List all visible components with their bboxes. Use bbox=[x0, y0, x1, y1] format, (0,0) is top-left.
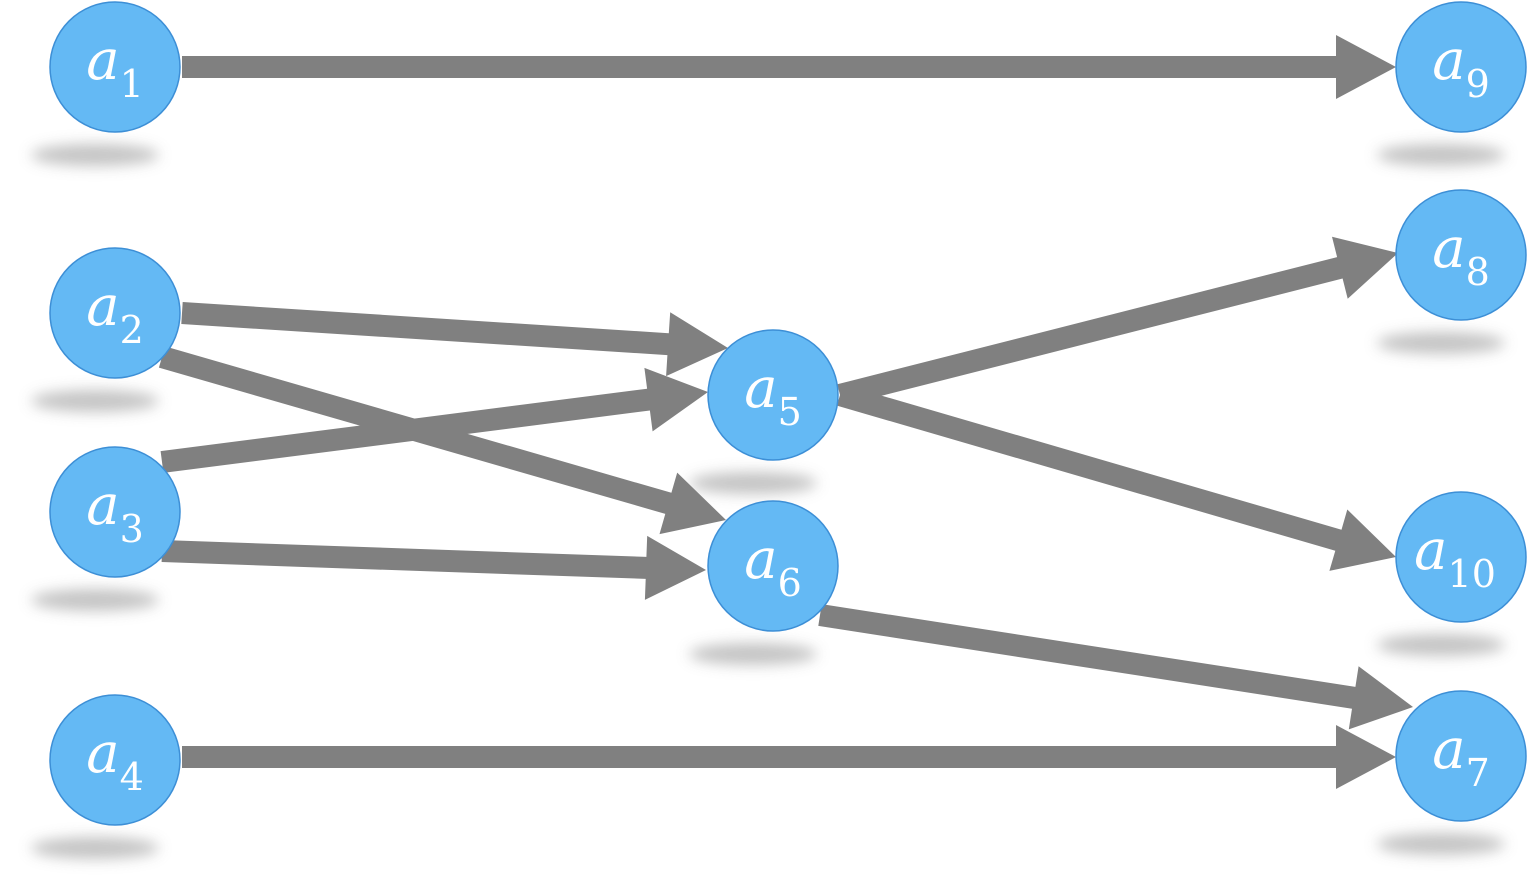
node-a5: a5 bbox=[707, 329, 839, 461]
node-label-subscript: 8 bbox=[1466, 250, 1490, 294]
node-shadow-a2 bbox=[31, 390, 159, 412]
node-label-a10: a10 bbox=[1414, 518, 1496, 596]
node-label-a7: a7 bbox=[1432, 717, 1490, 795]
node-label-subscript: 3 bbox=[120, 507, 144, 551]
node-label-subscript: 5 bbox=[778, 390, 802, 434]
edge-a3-a6 bbox=[161, 535, 707, 600]
node-a9: a9 bbox=[1395, 1, 1527, 133]
node-label-subscript: 9 bbox=[1466, 62, 1490, 106]
node-label-a2: a2 bbox=[86, 274, 144, 352]
node-label-subscript: 4 bbox=[120, 755, 144, 799]
node-shadow-a10 bbox=[1377, 634, 1505, 656]
node-label-subscript: 6 bbox=[778, 561, 802, 605]
node-label-base: a bbox=[86, 473, 119, 538]
node-a6: a6 bbox=[707, 500, 839, 632]
node-shadow-a1 bbox=[31, 144, 159, 166]
node-label-a1: a1 bbox=[86, 28, 144, 106]
node-label-base: a bbox=[1432, 717, 1465, 782]
node-circle-a1 bbox=[49, 1, 181, 133]
node-a10: a10 bbox=[1395, 491, 1527, 623]
edge-a6-a7 bbox=[818, 604, 1413, 730]
edge-a2-a5 bbox=[181, 302, 729, 377]
node-circle-a6 bbox=[707, 500, 839, 632]
edge-a5-a8 bbox=[837, 236, 1398, 406]
node-circle-a8 bbox=[1395, 189, 1527, 321]
node-label-a9: a9 bbox=[1432, 28, 1490, 106]
node-shadow-a5 bbox=[689, 472, 817, 494]
shadow-layer bbox=[31, 144, 1505, 859]
node-a4: a4 bbox=[49, 694, 181, 826]
edge-a3-a5 bbox=[160, 367, 709, 473]
node-circle-a2 bbox=[49, 247, 181, 379]
node-label-base: a bbox=[1432, 28, 1465, 93]
node-label-base: a bbox=[86, 274, 119, 339]
node-circle-a4 bbox=[49, 694, 181, 826]
edge-a5-a10 bbox=[836, 384, 1396, 571]
edge-a4-a7 bbox=[182, 725, 1396, 789]
node-shadow-a9 bbox=[1377, 144, 1505, 166]
node-a3: a3 bbox=[49, 446, 181, 578]
node-circle-a5 bbox=[707, 329, 839, 461]
node-shadow-a3 bbox=[31, 589, 159, 611]
node-label-a6: a6 bbox=[744, 527, 802, 605]
node-label-subscript: 10 bbox=[1448, 552, 1496, 596]
node-a7: a7 bbox=[1395, 690, 1527, 822]
node-label-a4: a4 bbox=[86, 721, 144, 799]
node-label-subscript: 2 bbox=[120, 308, 144, 352]
node-a8: a8 bbox=[1395, 189, 1527, 321]
edge-a2-a6 bbox=[158, 346, 726, 535]
node-label-subscript: 1 bbox=[120, 62, 144, 106]
edge-a1-a9 bbox=[182, 35, 1396, 99]
node-label-a3: a3 bbox=[86, 473, 144, 551]
node-circle-a3 bbox=[49, 446, 181, 578]
node-label-a8: a8 bbox=[1432, 216, 1490, 294]
node-shadow-a8 bbox=[1377, 332, 1505, 354]
node-label-base: a bbox=[86, 721, 119, 786]
node-shadow-a7 bbox=[1377, 833, 1505, 855]
node-label-a5: a5 bbox=[744, 356, 802, 434]
node-circle-a9 bbox=[1395, 1, 1527, 133]
node-a1: a1 bbox=[49, 1, 181, 133]
node-label-base: a bbox=[1432, 216, 1465, 281]
node-label-base: a bbox=[1414, 518, 1447, 583]
node-shadow-a4 bbox=[31, 837, 159, 859]
node-label-subscript: 7 bbox=[1466, 751, 1490, 795]
node-label-base: a bbox=[744, 356, 777, 421]
node-circle-a10 bbox=[1395, 491, 1527, 623]
node-shadow-a6 bbox=[689, 643, 817, 665]
node-label-base: a bbox=[744, 527, 777, 592]
node-circle-a7 bbox=[1395, 690, 1527, 822]
node-label-base: a bbox=[86, 28, 119, 93]
edge-layer bbox=[158, 35, 1413, 789]
node-a2: a2 bbox=[49, 247, 181, 379]
